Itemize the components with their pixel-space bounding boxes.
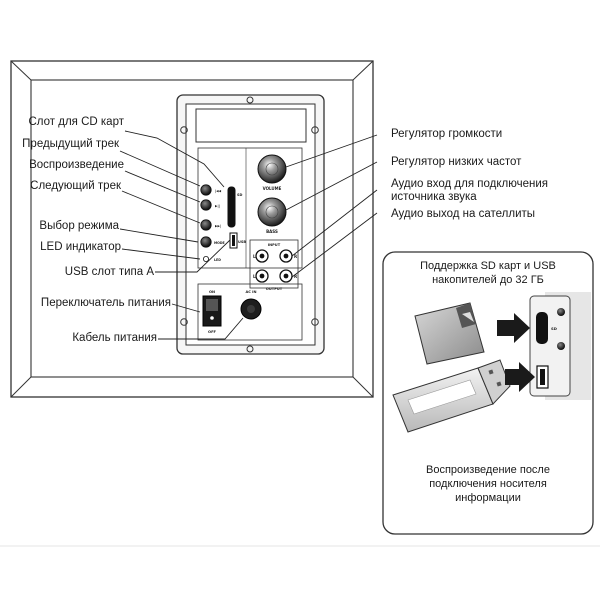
prev-track-button-icon (200, 184, 212, 196)
screw-icon (246, 96, 254, 104)
usb-flash-drive-icon (392, 359, 511, 433)
sd-label: SD (551, 326, 557, 331)
inset-footer: Воспроизведение после подключения носите… (390, 463, 586, 505)
screw-icon (311, 126, 319, 134)
callout-lines-left (119, 130, 244, 340)
sd-slot-inset-icon (536, 312, 548, 344)
inset-footer-line2: подключения носителя (429, 478, 547, 490)
usb-slot-label: USB слот типа А (64, 266, 154, 278)
led-indicator-icon (202, 255, 209, 262)
sd-card-icon (414, 302, 485, 365)
inset-title-line2: накопителей до 32 ГБ (432, 274, 544, 286)
screw-icon (246, 345, 254, 353)
screw-icon (311, 318, 319, 326)
usb-label: USB (238, 240, 246, 244)
next-track-label: Следующий трек (30, 180, 121, 192)
playback-button-icon (200, 199, 212, 211)
arrow-right-icon (505, 362, 535, 392)
on-label: ON (209, 290, 215, 294)
left-label: L (253, 254, 256, 259)
callout-lines-right (285, 134, 378, 278)
audio-in-label-line1: Аудио вход для подключения (391, 178, 548, 190)
led-indicator-label: LED индикатор (40, 241, 121, 253)
audio-in-label-line2: источника звука (391, 191, 477, 203)
control-panel: |◀◀ ▶|| ▶▶| MODE LED SD USB VOLUME BASS … (176, 94, 325, 355)
inset-footer-line1: Воспроизведение после (426, 464, 550, 476)
inset-footer-line3: информации (455, 492, 521, 504)
right-label: R (294, 274, 297, 279)
inset-title-line1: Поддержка SD карт и USB (420, 260, 556, 272)
volume-label: VOLUME (263, 186, 282, 191)
left-label: L (253, 274, 256, 279)
playback-label: Воспроизведение (29, 159, 124, 171)
bass-knob-icon (257, 197, 287, 227)
power-cable-label: Кабель питания (72, 332, 157, 344)
sd-label: SD (237, 193, 243, 197)
screw-icon (180, 126, 188, 134)
off-label: OFF (208, 330, 217, 334)
bass-label: BASS (266, 229, 278, 234)
svg-text:▶||: ▶|| (215, 204, 220, 208)
volume-knob-icon (257, 154, 287, 184)
input-label: INPUT (268, 243, 281, 247)
output-label: OUTPUT (266, 287, 283, 291)
right-label: R (294, 254, 297, 259)
power-switch-label: Переключатель питания (40, 297, 171, 309)
prev-track-label: Предыдущий трек (22, 138, 119, 150)
audio-out-label: Аудио выход на сателлиты (391, 208, 536, 220)
led-label: LED (214, 258, 221, 262)
bass-label-callout: Регулятор низких частот (391, 156, 522, 168)
svg-text:▶▶|: ▶▶| (215, 224, 221, 228)
cd-slot-label: Слот для CD карт (28, 116, 125, 128)
inset-title: Поддержка SD карт и USB накопителей до 3… (390, 259, 586, 287)
svg-text:|◀◀: |◀◀ (215, 189, 222, 193)
mode-select-label: Выбор режима (39, 220, 119, 232)
sd-usb-inset: SD (382, 251, 594, 535)
next-track-button-icon (200, 219, 212, 231)
sd-card-slot-icon (227, 186, 236, 228)
mode-button-icon (200, 236, 212, 248)
mode-label: MODE (214, 241, 225, 245)
arrow-right-icon (497, 313, 530, 343)
ac-in-label: AC IN (245, 290, 256, 294)
volume-label-callout: Регулятор громкости (391, 128, 503, 140)
screw-icon (180, 318, 188, 326)
